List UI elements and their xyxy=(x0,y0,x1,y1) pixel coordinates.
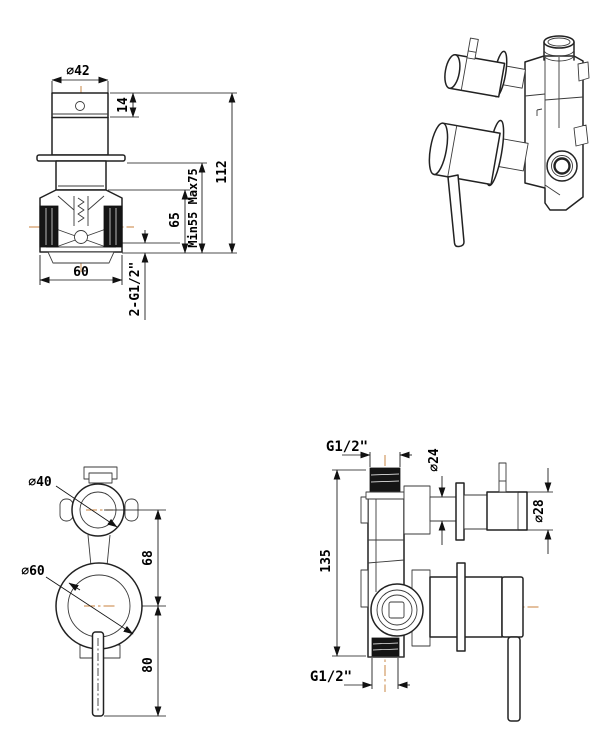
iso-outlet-thread xyxy=(553,157,571,175)
dim-wall-depth-range: Min55 Max75 xyxy=(186,168,200,247)
diverter-boss xyxy=(403,485,431,535)
iso-lever-rod xyxy=(447,174,465,248)
dim-68: 68 xyxy=(141,550,156,566)
mount-lug-left xyxy=(59,498,74,522)
knob-set-screw-hole xyxy=(75,101,85,111)
handle-flange xyxy=(456,562,466,652)
dim-thread-2-g12: 2-G1/2" xyxy=(128,262,143,317)
outlet-square-hole xyxy=(388,601,405,619)
front-view: ∅42 14 65 Min55 Max75 112 60 2-G1/2" xyxy=(29,64,237,320)
iso-detail-mark xyxy=(536,108,543,116)
dim-diameter-42: ∅42 xyxy=(66,64,89,79)
mount-clip-lower xyxy=(360,569,369,608)
dim-diameter-40: ∅40 xyxy=(28,475,52,490)
face-view: ∅40 ∅60 68 80 xyxy=(21,466,166,717)
right-thread-port xyxy=(103,205,123,248)
diverter-stem xyxy=(429,496,458,522)
iso-knob-pin xyxy=(466,37,479,60)
dim-80: 80 xyxy=(141,657,156,673)
dim-thread-top: G1/2" xyxy=(326,439,368,455)
dim-thread-bottom: G1/2" xyxy=(310,669,352,685)
wall-flange xyxy=(36,154,126,162)
left-thread-port xyxy=(39,205,59,248)
diverter-knob-side xyxy=(486,491,528,531)
dim-135: 135 xyxy=(319,549,334,572)
diverter-pin xyxy=(498,462,507,493)
valve-body xyxy=(39,189,123,253)
bottom-thread-port xyxy=(371,637,400,657)
dim-65: 65 xyxy=(168,212,183,228)
mount-clip-upper xyxy=(360,496,369,524)
dim-diameter-60: ∅60 xyxy=(21,564,45,579)
iso-clip-top xyxy=(577,61,590,82)
dim-14: 14 xyxy=(116,97,131,113)
dim-112: 112 xyxy=(215,160,230,183)
isometric-view xyxy=(428,35,590,248)
side-view: G1/2" ∅24 ∅28 135 G1/2" xyxy=(310,439,553,722)
cartridge-screw xyxy=(77,197,85,223)
top-thread-port xyxy=(369,467,401,493)
dim-diameter-28: ∅28 xyxy=(532,499,547,523)
handle-cap xyxy=(501,576,524,638)
drain-screw xyxy=(74,230,88,244)
diverter-flange xyxy=(455,482,465,541)
body-skirt xyxy=(47,251,115,264)
lever-rod-side xyxy=(507,636,521,722)
iso-clip-bottom xyxy=(573,124,589,147)
dim-60: 60 xyxy=(73,265,89,280)
dim-diameter-24: ∅24 xyxy=(427,448,442,472)
mixer-handle-side xyxy=(429,576,503,638)
